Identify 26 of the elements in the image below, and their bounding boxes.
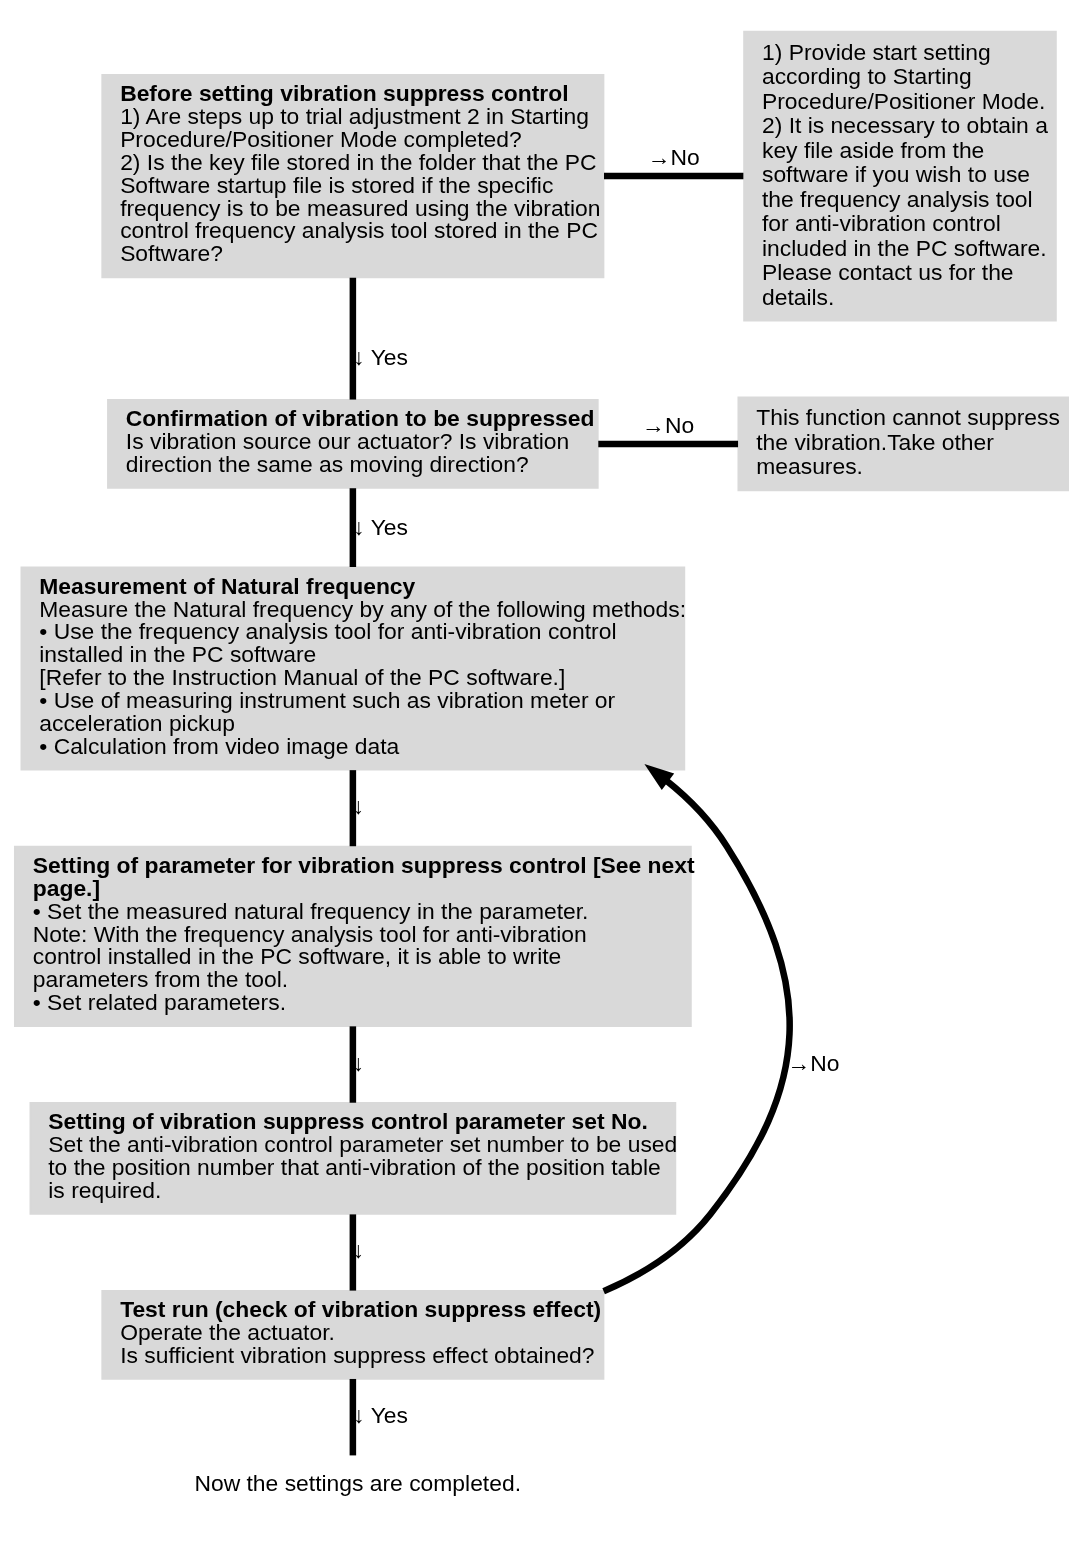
connector	[349, 488, 357, 567]
edge-label: →No	[787, 1049, 840, 1076]
connector	[604, 172, 744, 180]
edge-label: →No	[642, 411, 695, 438]
connector	[349, 1214, 357, 1291]
node-box: Test run (check of vibration suppress effect) Operate the actuator. Is sufficient vibration suppress effect obtained?	[101, 1289, 605, 1380]
node-box: Measurement of Natural frequency Measure the Natural frequency by any of the following methods: • Use the frequency analysis tool for anti-vibration control installed in the PC software [Refer to the Instruction Manual of the PC software.] • Use of measuring instrument such as vibration meter or acceleration pickup • Calculation from video image data	[20, 566, 686, 771]
arrow	[602, 764, 793, 1295]
edge-label: ↓	[352, 1237, 365, 1264]
node-box: 1) Provide start setting according to Starting Procedure/Positioner Mode. 2) It is necessary to obtain a key file aside from the software if you wish to use the frequency analysis tool for anti-vibration control included in the PC software. Please contact us for the details.	[743, 30, 1057, 322]
edge-label: ↓ Yes	[353, 513, 408, 540]
node-text: Now the settings are completed.	[194, 1470, 522, 1497]
connector	[349, 1378, 357, 1456]
connector	[349, 770, 357, 847]
edge-label: ↓ Yes	[353, 1402, 408, 1429]
connector	[349, 277, 357, 400]
edge-label: →No	[647, 143, 700, 170]
node-box: Before setting vibration suppress control 1) Are steps up to trial adjustment 2 in Starting Procedure/Positioner Mode completed? 2) Is the key file stored in the folder that the PC Software startup file is stored if the specific frequency is to be measured using the vibration control frequency analysis tool stored in the PC Software?	[101, 74, 605, 279]
node-box: This function cannot suppress the vibration.Take other measures.	[737, 396, 1069, 492]
connector	[349, 1026, 357, 1103]
edge-label: ↓	[352, 793, 365, 820]
connector	[598, 440, 739, 448]
edge-label: ↓ Yes	[353, 344, 408, 371]
edge-label: ↓	[352, 1049, 365, 1076]
node-box: Confirmation of vibration to be suppressed Is vibration source our actuator? Is vibration direction the same as moving direction?	[107, 399, 599, 489]
node-box: Setting of vibration suppress control parameter set No. Set the anti-vibration control parameter set number to be used to the position number that anti-vibration of the position table is required.	[29, 1102, 677, 1215]
